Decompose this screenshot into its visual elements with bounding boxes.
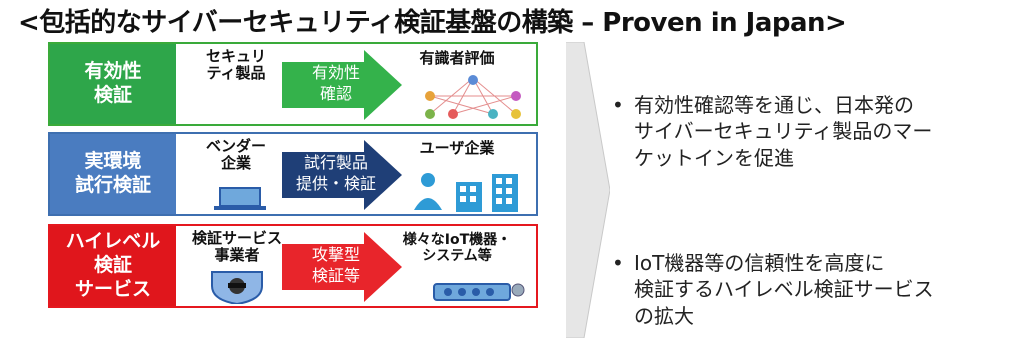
chevron-divider-icon [566,42,610,338]
bullet-marker: • [612,93,624,117]
bullet-item: • 有効性確認等を通じ、日本発の サイバーセキュリティ製品のマー ケットインを促… [612,92,1007,171]
arrow-label: 有効性 確認 [311,63,360,103]
row-high-level-service: ハイレベル 検証 サービス 検証サービス 事業者 攻撃型 検証等 様々なIoT機… [48,224,538,308]
expert-network-icon [425,75,521,119]
arrow-shape [282,232,402,302]
actor-iot-devices: 様々なIoT機器・ システム等 [402,232,512,265]
row-effectiveness: 有効性 検証 セキュリ ティ製品 有効性 確認 有識者評価 [48,42,538,126]
bullet-text: 有効性確認等を通じ、日本発の サイバーセキュリティ製品のマー ケットインを促進 [634,93,933,170]
row-trial-verification: 実環境 試行検証 ベンダー 企業 試行製品 提供・検証 ユーザ企業 [48,132,538,216]
laptop-icon [214,187,266,210]
bullet-text: IoT機器等の信頼性を高度に 検証するハイレベル検証サービス の拡大 [634,251,934,328]
hacker-shield-icon [211,271,263,304]
actor-verification-provider: 検証サービス 事業者 [191,229,282,265]
bullet-marker: • [612,251,624,275]
actor-user-company: ユーザ企業 [419,139,495,157]
row-label: 実環境 試行検証 [50,134,176,214]
actor-expert-evaluation: 有識者評価 [419,49,495,67]
arrow-label: 攻撃型 検証等 [311,245,360,285]
iot-devices-icon [433,283,525,301]
row-label: ハイレベル 検証 サービス [50,226,176,306]
page-title: <包括的なサイバーセキュリティ検証基盤の構築 – Proven in Japan… [18,8,847,38]
actor-security-product: セキュリ ティ製品 [205,47,266,83]
arrow-shape [282,50,402,120]
bullet-item: • IoT機器等の信頼性を高度に 検証するハイレベル検証サービス の拡大 [612,250,1007,329]
arrow-shape [282,140,402,210]
user-company-building-icon [414,173,518,212]
actor-vendor: ベンダー 企業 [205,137,266,173]
arrow-label: 試行製品 提供・検証 [295,153,376,193]
row-label: 有効性 検証 [50,44,176,124]
